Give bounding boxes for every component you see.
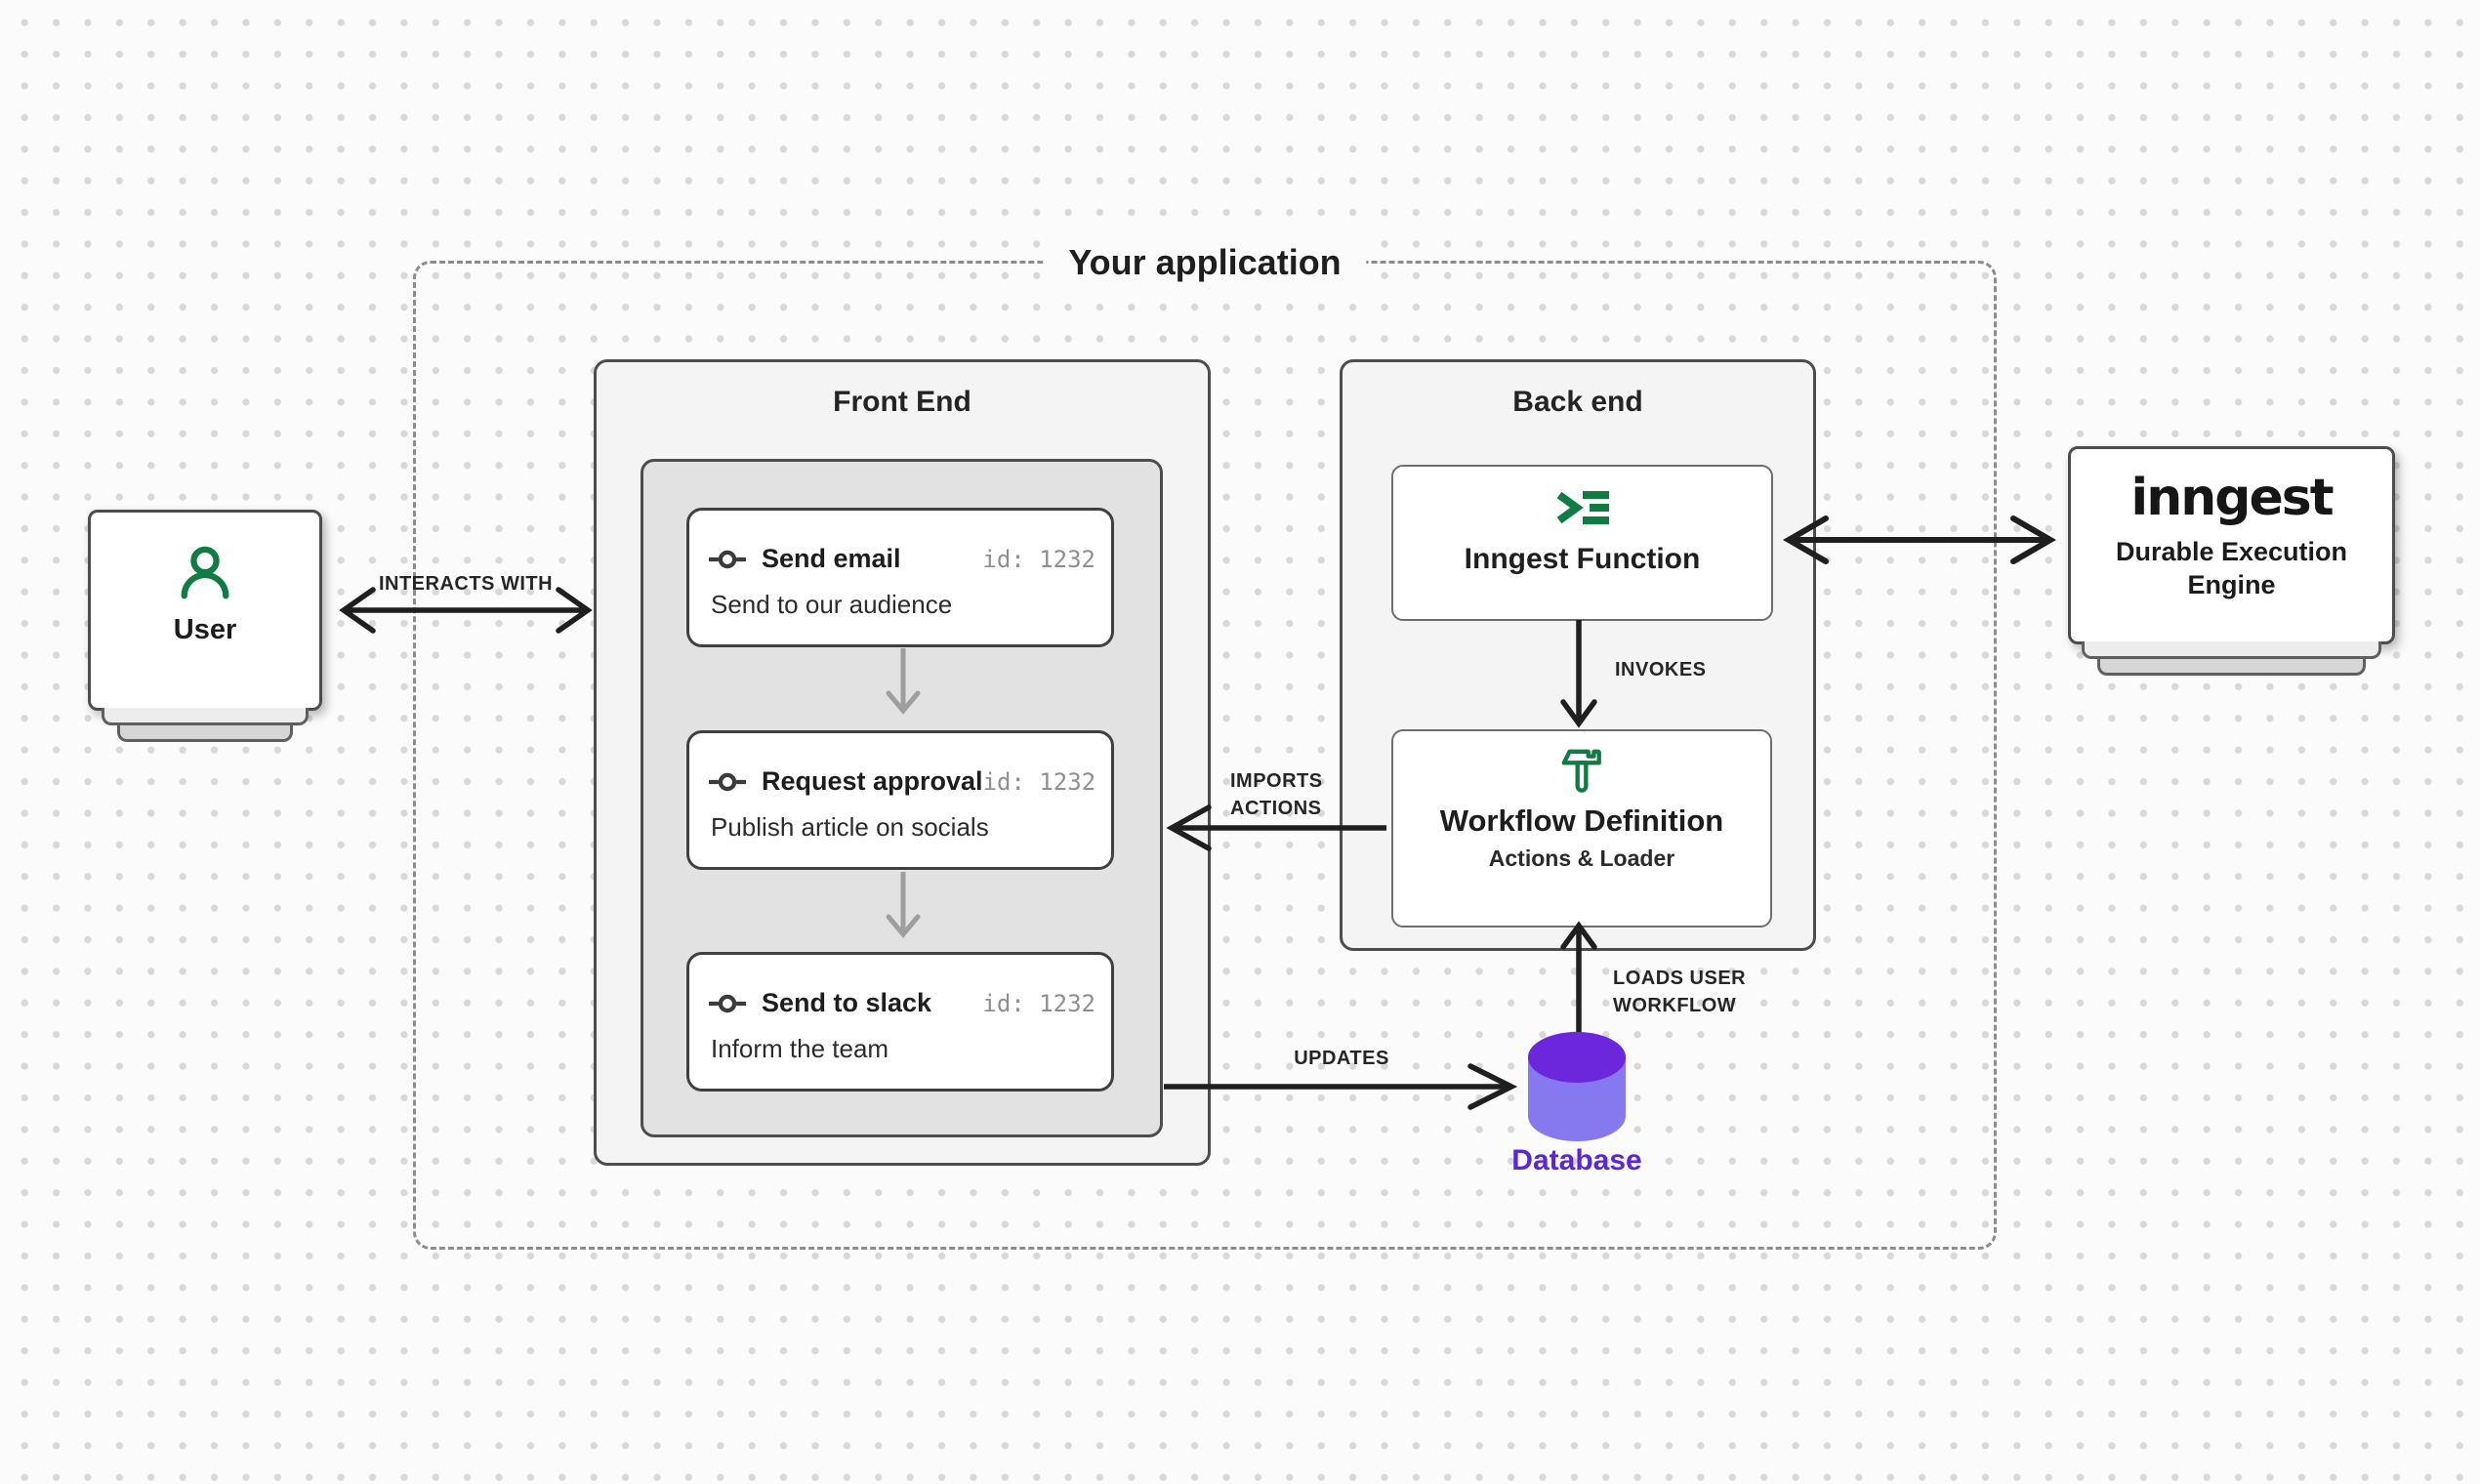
inngest-function-card: Inngest Function <box>1391 465 1773 621</box>
database-label: Database <box>1511 1144 1642 1176</box>
step-card-send-to-slack: Send to slack id: 1232 Inform the team <box>686 952 1114 1092</box>
interacts-with-arrow <box>339 587 593 634</box>
inngest-function-label: Inngest Function <box>1464 543 1701 575</box>
step-description: Publish article on socials <box>711 812 989 842</box>
inngest-engine-subtitle: Durable Execution Engine <box>2115 537 2348 599</box>
step-description: Send to our audience <box>711 590 953 619</box>
inngest-engine-node: inngest Durable Execution Engine <box>2068 446 2395 676</box>
interacts-with-label: INTERACTS WITH <box>378 573 554 595</box>
step-id: id: 1232 <box>982 989 1095 1017</box>
step-title: Send to slack <box>762 988 932 1017</box>
step-description: Inform the team <box>711 1034 889 1063</box>
commit-icon <box>709 772 746 791</box>
stack-layer <box>2097 659 2366 676</box>
loads-user-workflow-label: LOADS USER WORKFLOW <box>1613 968 1747 1016</box>
loads-user-workflow-arrow <box>1560 921 1597 1033</box>
stack-layer <box>102 708 309 725</box>
step-title: Request approval <box>762 766 983 796</box>
invokes-arrow <box>1560 620 1597 728</box>
step-id: id: 1232 <box>982 545 1095 573</box>
commit-icon <box>709 550 746 568</box>
database-cylinder-icon <box>1528 1032 1626 1141</box>
back-end-title: Back end <box>1512 386 1643 418</box>
front-end-box: Front End Send email id: 1232 Send to ou… <box>594 359 1211 1166</box>
imports-actions-arrow <box>1166 804 1386 851</box>
hammer-icon <box>1561 749 1601 793</box>
terminal-prompt-icon <box>1556 491 1609 524</box>
imports-actions-label: IMPORTS ACTIONS <box>1230 770 1323 819</box>
invokes-label: INVOKES <box>1615 659 1707 680</box>
user-node: User <box>88 510 322 742</box>
commit-icon <box>709 994 746 1012</box>
workflow-definition-subtitle: Actions & Loader <box>1488 845 1675 871</box>
backend-engine-arrow <box>1783 515 2056 564</box>
step-connector-arrow <box>886 872 921 938</box>
step-id: id: 1232 <box>982 767 1096 796</box>
step-card-send-email: Send email id: 1232 Send to our audience <box>686 508 1114 647</box>
user-label: User <box>173 614 237 645</box>
stack-layer <box>2082 641 2381 659</box>
workflow-definition-title: Workflow Definition <box>1439 804 1724 838</box>
application-title: Your application <box>1043 234 1367 291</box>
stack-layer <box>117 725 293 742</box>
application-container: Your application <box>413 234 1997 1250</box>
step-title: Send email <box>762 544 901 573</box>
workflow-definition-card: Workflow Definition Actions & Loader <box>1391 729 1772 928</box>
updates-label: UPDATES <box>1294 1048 1389 1069</box>
front-end-title: Front End <box>833 386 971 418</box>
inngest-logo: inngest <box>2130 469 2334 527</box>
step-connector-arrow <box>886 648 921 715</box>
person-icon <box>181 546 229 599</box>
step-card-request-approval: Request approval id: 1232 Publish articl… <box>686 730 1114 870</box>
updates-arrow <box>1164 1063 1518 1110</box>
workflow-steps-panel: Send email id: 1232 Send to our audience… <box>641 459 1163 1137</box>
